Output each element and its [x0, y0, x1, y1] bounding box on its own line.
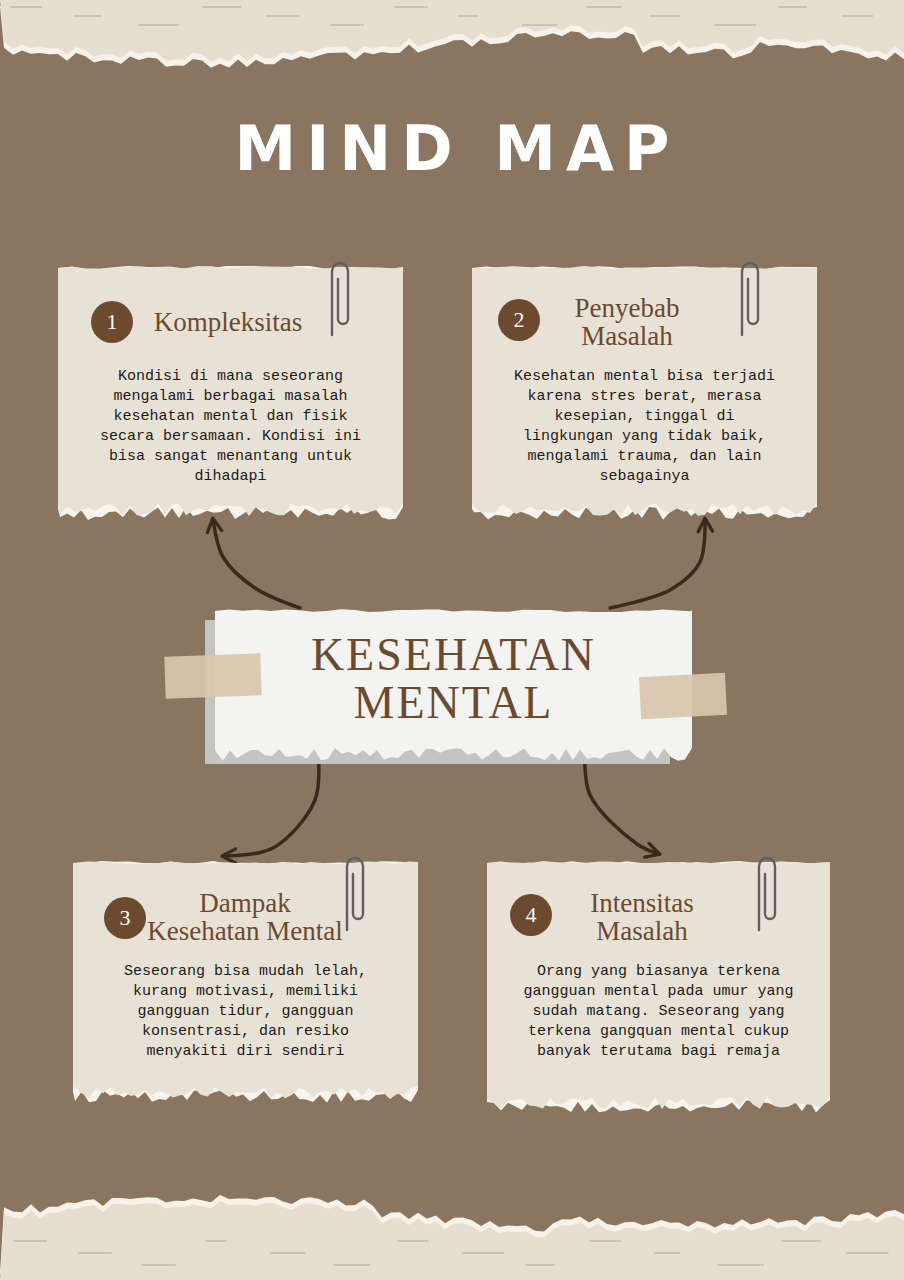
paper-texture — [266, 15, 299, 17]
torn-edge — [487, 861, 830, 1112]
paper-texture — [78, 1252, 112, 1254]
number-circle: 3 — [104, 897, 146, 939]
callout-number: 2 — [514, 309, 525, 331]
note-header: Kompleksitas — [128, 287, 328, 357]
callout-number: 3 — [120, 907, 131, 929]
paper-clip — [332, 263, 348, 335]
paper-texture — [394, 6, 428, 8]
paper-note: Penyebab MasalahKesehatan mental bisa te… — [472, 265, 817, 517]
paper-texture — [650, 15, 680, 17]
paper-texture — [714, 24, 756, 26]
note-header: Dampak Kesehatan Mental — [145, 882, 345, 952]
paper-texture — [586, 6, 622, 8]
number-circle: 2 — [498, 299, 540, 341]
curved-arrow — [213, 519, 300, 608]
note-heading: Intensitas Masalah — [562, 889, 722, 946]
number-circle: 1 — [91, 301, 133, 343]
tape-strip — [164, 653, 261, 698]
note-header: Intensitas Masalah — [562, 882, 722, 952]
diagram-title: MIND MAP — [0, 112, 904, 185]
note-text: Kesehatan mental bisa terjadi karena str… — [508, 367, 781, 487]
paper-texture — [654, 1252, 680, 1254]
paper-sheet — [215, 609, 692, 761]
paper-texture — [782, 1240, 820, 1242]
paper-texture — [522, 24, 557, 26]
torn-edge — [73, 861, 418, 1103]
torn-edge — [472, 266, 817, 520]
paper-clip — [759, 858, 775, 930]
note-heading: Penyebab Masalah — [547, 294, 707, 351]
paper-note: KompleksitasKondisi di mana seseorang me… — [58, 265, 403, 517]
paper-sheet — [472, 266, 817, 516]
paper-texture — [778, 6, 807, 8]
paper-note: Dampak Kesehatan MentalSeseorang bisa mu… — [73, 860, 418, 1100]
callout-number: 1 — [107, 311, 118, 333]
paper-clip — [742, 263, 758, 335]
note-body: Orang yang biasanya terkena gangguan men… — [487, 962, 830, 1062]
paper-texture — [842, 15, 873, 17]
paper-texture — [846, 1252, 889, 1254]
note-heading: Dampak Kesehatan Mental — [145, 889, 345, 946]
torn-paper — [0, 1201, 904, 1280]
paper-sheet — [73, 862, 418, 1099]
note-header: Penyebab Masalah — [547, 287, 707, 357]
torn-paper — [0, 0, 904, 62]
central-topic: KESEHATAN MENTAL — [215, 608, 692, 750]
paper-texture — [206, 1240, 227, 1242]
torn-edge — [58, 266, 403, 520]
paper-clip — [347, 858, 363, 930]
paper-texture — [14, 1240, 47, 1242]
number-circle: 4 — [510, 894, 552, 936]
tape-strip — [639, 673, 727, 719]
curved-arrow — [585, 750, 659, 854]
paper-texture — [462, 1252, 504, 1254]
note-heading: Kompleksitas — [154, 308, 303, 336]
paper-texture — [138, 24, 179, 26]
callout-number: 4 — [526, 904, 537, 926]
paper-sheet — [58, 266, 403, 516]
paper-texture — [74, 15, 101, 17]
note-text: Kondisi di mana seseorang mengalami berb… — [94, 367, 367, 487]
central-text: KESEHATAN MENTAL — [289, 631, 619, 728]
paper-texture — [330, 24, 364, 26]
paper-texture — [458, 15, 479, 17]
note-text: Seseorang bisa mudah lelah, kurang motiv… — [109, 962, 382, 1062]
paper-texture — [526, 1264, 555, 1266]
paper-texture — [718, 1264, 764, 1266]
paper-note: Intensitas MasalahOrang yang biasanya te… — [487, 860, 830, 1110]
paper-texture — [202, 6, 242, 8]
curved-arrow — [610, 519, 705, 608]
paper-texture — [334, 1264, 370, 1266]
paper-sheet — [487, 861, 830, 1109]
paper-texture — [398, 1240, 428, 1242]
paper-texture — [590, 1240, 621, 1242]
curved-arrow — [223, 750, 319, 856]
paper-texture — [10, 6, 42, 8]
paper-texture — [270, 1252, 305, 1254]
note-text: Orang yang biasanya terkena gangguan men… — [523, 962, 794, 1062]
note-body: Seseorang bisa mudah lelah, kurang motiv… — [73, 962, 418, 1062]
note-body: Kondisi di mana seseorang mengalami berb… — [58, 367, 403, 487]
paper-texture — [142, 1264, 176, 1266]
note-body: Kesehatan mental bisa terjadi karena str… — [472, 367, 817, 487]
